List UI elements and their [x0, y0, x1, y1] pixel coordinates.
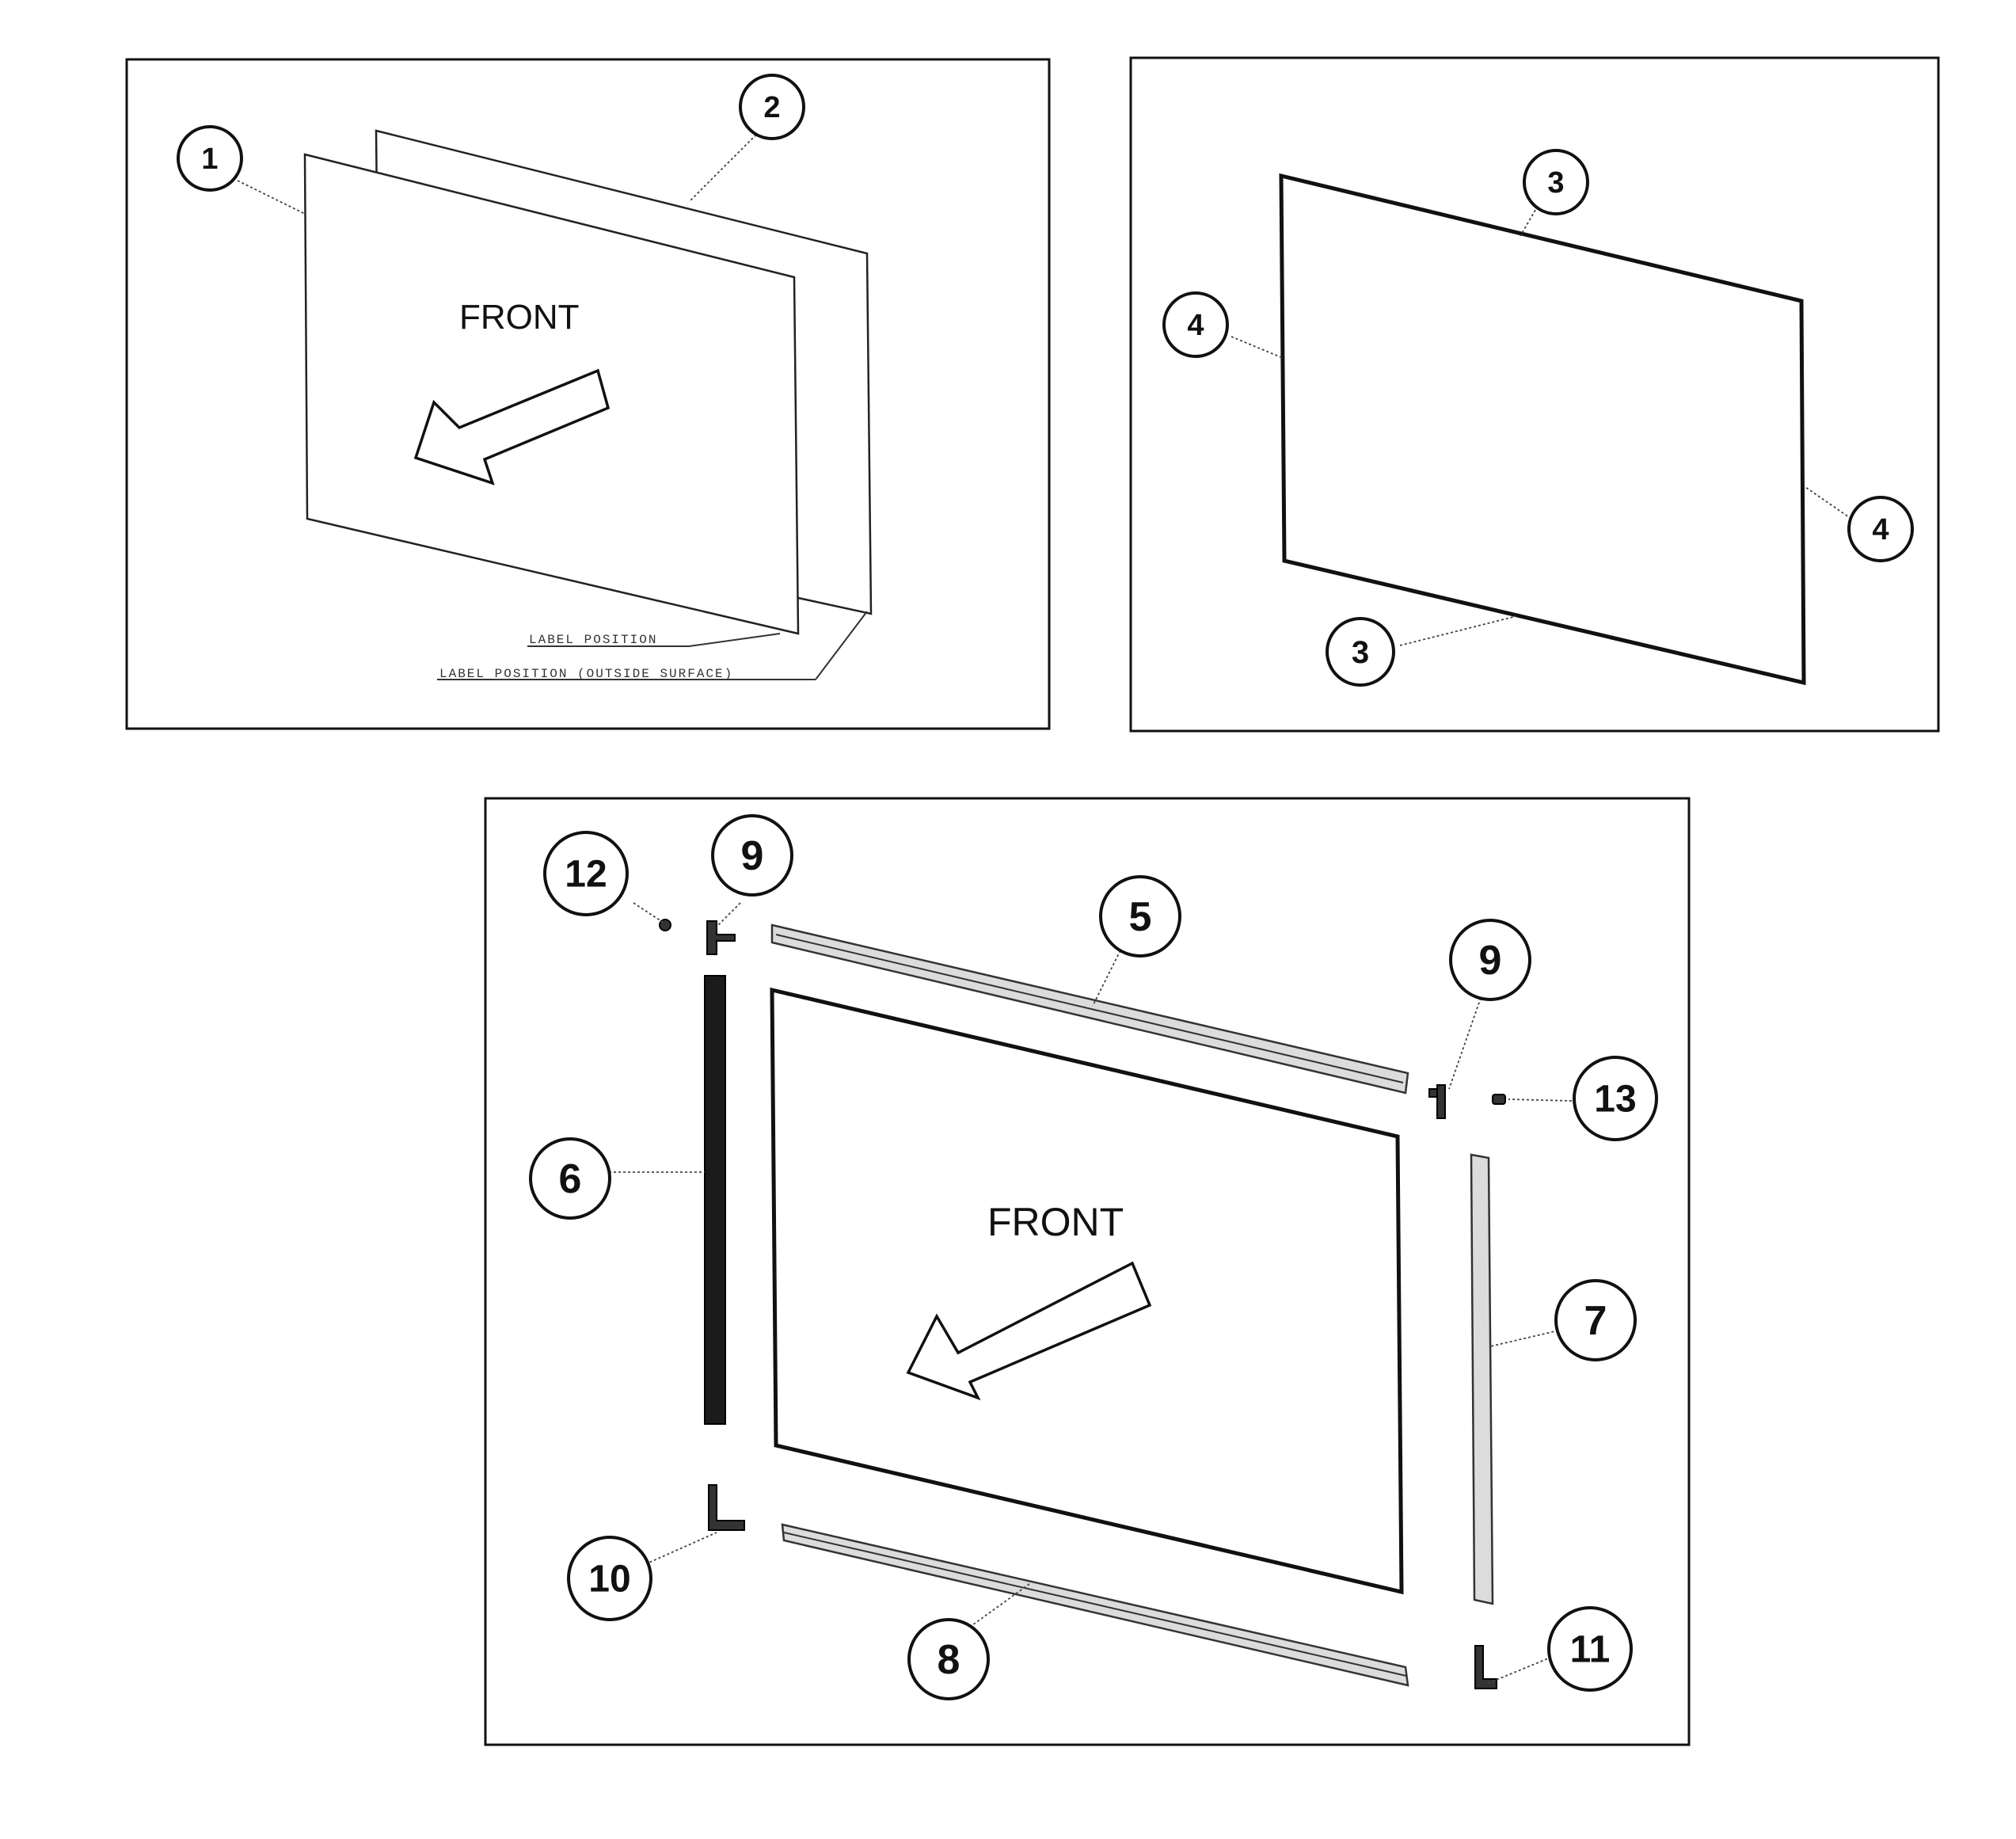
callout-circle — [543, 831, 629, 916]
callout-12: 12 — [543, 831, 629, 916]
leader-2 — [688, 134, 757, 203]
spacer-sheet — [1279, 173, 1806, 686]
panel-a-frame — [125, 58, 1051, 730]
panel-spacer — [1129, 56, 1940, 733]
callout-3: 3 — [1523, 149, 1589, 215]
callout-circle — [1449, 919, 1531, 1001]
callout-circle — [1547, 1606, 1633, 1692]
leader-12 — [633, 902, 664, 923]
panel-glass-sheets: FRONT LABEL POSITION LABEL POSITION (OUT… — [125, 58, 1051, 730]
callout-number: 4 — [1872, 513, 1889, 546]
callout-circle — [1326, 617, 1395, 687]
callout-9: 9 — [1449, 919, 1531, 1001]
label-position-outside-leader — [815, 611, 868, 680]
callout-8: 8 — [907, 1618, 990, 1700]
callout-circle — [907, 1618, 990, 1700]
callout-11: 11 — [1547, 1606, 1633, 1692]
left-rail — [704, 975, 726, 1425]
leader-9-left — [716, 902, 741, 927]
top-rail-groove — [775, 934, 1404, 1083]
callout-number: 1 — [201, 143, 218, 176]
callout-5: 5 — [1099, 875, 1181, 958]
leader-3-bottom — [1399, 615, 1517, 646]
leader-4-left — [1231, 336, 1284, 359]
callout-circle — [1099, 875, 1181, 958]
fastener-13 — [1492, 1094, 1506, 1105]
callout-7: 7 — [1554, 1279, 1637, 1361]
callout-circle — [1523, 149, 1589, 215]
callout-3: 3 — [1326, 617, 1395, 687]
callout-4: 4 — [1162, 291, 1229, 358]
label-position-note: LABEL POSITION — [529, 633, 657, 647]
callout-circle — [1162, 291, 1229, 358]
corner-key-top-right — [1428, 1084, 1446, 1119]
leader-3-top — [1520, 205, 1539, 237]
front-direction-arrow — [413, 368, 611, 485]
right-rail — [1470, 1153, 1494, 1605]
callout-number: 12 — [565, 854, 607, 896]
panel-b-frame — [1129, 56, 1940, 733]
leader-11 — [1488, 1654, 1557, 1684]
front-label: FRONT — [459, 298, 580, 337]
callout-circle — [529, 1137, 611, 1220]
leader-7 — [1489, 1330, 1559, 1347]
callout-circle — [711, 814, 793, 897]
callout-9: 9 — [711, 814, 793, 897]
leader-4-right — [1805, 486, 1852, 520]
callout-circle — [1573, 1056, 1658, 1141]
callout-number: 3 — [1547, 166, 1564, 200]
leader-1 — [237, 180, 306, 215]
callout-circle — [1847, 496, 1914, 562]
callout-number: 4 — [1187, 309, 1204, 342]
leader-5 — [1092, 950, 1121, 1007]
callout-number: 9 — [741, 833, 764, 879]
corner-key-top-left — [706, 920, 736, 955]
callout-4: 4 — [1847, 496, 1914, 562]
label-position-leader — [688, 633, 781, 647]
callout-number: 11 — [1570, 1629, 1611, 1671]
assembly-front-arrow — [906, 1261, 1152, 1401]
bottom-rail-groove — [783, 1532, 1407, 1677]
callout-1: 1 — [177, 125, 243, 192]
callout-number: 5 — [1129, 894, 1152, 940]
callout-circle — [567, 1536, 652, 1621]
callout-circle — [739, 74, 805, 140]
callout-number: 9 — [1479, 938, 1502, 984]
callout-number: 2 — [763, 91, 780, 124]
leader-13 — [1508, 1098, 1573, 1102]
assembly-front-label: FRONT — [987, 1200, 1124, 1244]
corner-key-bottom-right — [1474, 1645, 1497, 1689]
panel-frame-assembly: FRONT — [484, 797, 1691, 1746]
label-position-outside-note: LABEL POSITION (OUTSIDE SURFACE) — [439, 667, 733, 681]
panel-c-frame — [484, 797, 1691, 1746]
callout-10: 10 — [567, 1536, 652, 1621]
callout-number: 6 — [559, 1156, 582, 1202]
callout-13: 13 — [1573, 1056, 1658, 1141]
callout-number: 8 — [938, 1637, 960, 1683]
leader-9-right — [1448, 997, 1482, 1090]
callout-number: 7 — [1584, 1298, 1607, 1344]
callout-circle — [177, 125, 243, 192]
callout-2: 2 — [739, 74, 805, 140]
callout-number: 10 — [588, 1559, 630, 1601]
leader-10 — [645, 1532, 717, 1565]
callout-circle — [1554, 1279, 1637, 1361]
callout-6: 6 — [529, 1137, 611, 1220]
callout-number: 3 — [1352, 635, 1369, 670]
corner-key-bottom-left — [708, 1484, 745, 1531]
callout-number: 13 — [1594, 1079, 1636, 1121]
